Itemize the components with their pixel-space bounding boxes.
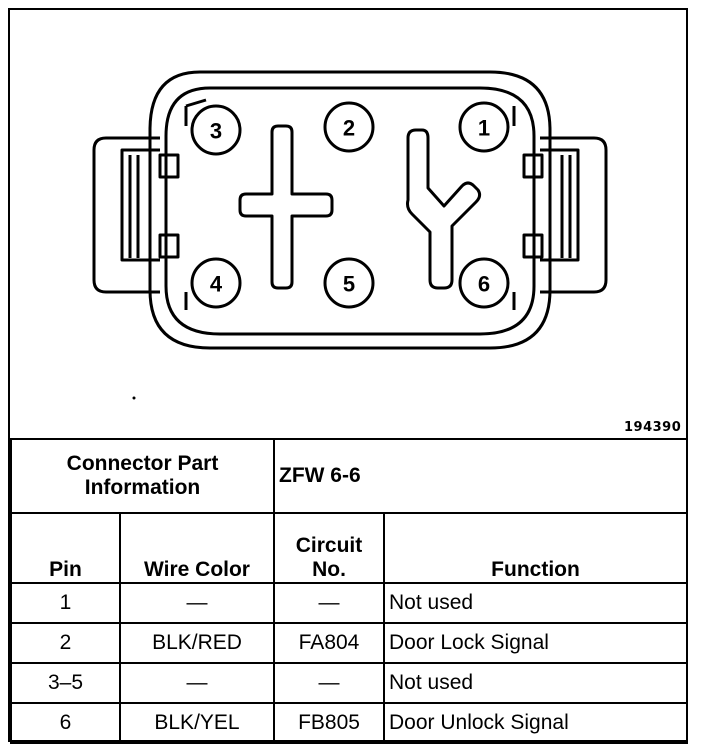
connector-outer-body [148,70,552,350]
header-row: Pin Wire Color Circuit No. Function [10,512,689,584]
cell-circuit: FB805 [273,702,385,744]
cell-function: Door Unlock Signal [382,702,689,744]
left-latch [92,136,160,294]
pin-5-label: 5 [343,272,355,297]
part-info-label-line2: Information [84,476,201,499]
pin-5-cavity [323,257,375,309]
pin-1-label: 1 [478,116,490,141]
header-circuit: Circuit No. [273,512,385,584]
cell-wire-color: — [119,582,275,624]
header-function: Function [382,512,689,584]
right-latch-inner [540,148,580,262]
part-info-row: Connector Part Information ZFW 6-6 [10,438,689,514]
pin-6-label: 6 [478,272,490,297]
pin-2-label: 2 [343,116,355,141]
left-latch-inner [120,148,160,262]
table-row: 3–5 — — Not used [10,662,689,704]
pin-4-label: 4 [210,272,223,297]
pin-2-cavity [323,101,375,153]
cell-circuit: FA804 [273,622,385,664]
header-circuit-line1: Circuit [295,534,363,557]
pin-6-cavity [458,257,510,309]
connector-diagram: 3 2 1 4 5 6 194390 [10,10,686,438]
cell-circuit: — [273,662,385,704]
table-row: 1 — — Not used [10,582,689,624]
cell-wire-color: BLK/RED [119,622,275,664]
header-circuit-line2: No. [312,558,346,581]
cell-function: Not used [382,662,689,704]
connector-face-drawing: 3 2 1 4 5 6 [92,70,608,400]
y-key [406,128,482,290]
connector-sheet: 3 2 1 4 5 6 194390 Connector Part Inform… [8,8,689,744]
part-info-label: Connector Part Information [10,438,275,514]
cell-function: Door Lock Signal [382,622,689,664]
part-info-label-line1: Connector Part [66,452,219,475]
figure-number: 194390 [624,420,682,435]
cell-wire-color: — [119,662,275,704]
header-wire-color: Wire Color [119,512,275,584]
part-number: ZFW 6-6 [272,438,689,514]
header-pin: Pin [10,512,121,584]
cell-pin: 1 [10,582,121,624]
connector-info-table: Connector Part Information ZFW 6-6 Pin W… [10,438,689,744]
pin-4-cavity [190,257,242,309]
right-latch [540,136,608,294]
table-row: 2 BLK/RED FA804 Door Lock Signal [10,622,689,664]
pin-1-cavity [458,101,510,153]
cell-pin: 3–5 [10,662,121,704]
cell-circuit: — [273,582,385,624]
cell-function: Not used [382,582,689,624]
cell-pin: 6 [10,702,121,744]
pin-3-label: 3 [210,119,222,144]
pin-3-cavity [190,104,242,156]
cell-pin: 2 [10,622,121,664]
connector-inner-body [164,86,536,336]
cell-wire-color: BLK/YEL [119,702,275,744]
table-row: 6 BLK/YEL FB805 Door Unlock Signal [10,702,689,744]
cross-key [238,124,334,290]
